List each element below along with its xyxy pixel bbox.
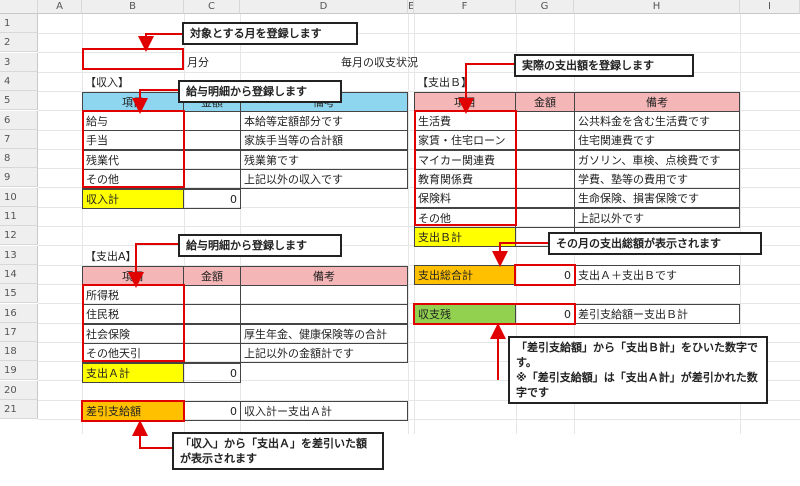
column-header-a[interactable]: A xyxy=(38,0,82,14)
row-header[interactable]: 12 xyxy=(0,226,38,246)
row-header[interactable]: 20 xyxy=(0,380,38,400)
row-header[interactable]: 4 xyxy=(0,71,38,91)
month-highlight xyxy=(82,48,184,70)
callout-balance-line2: ※「差引支給額」は「支出Ａ計」が差引かれた数字です xyxy=(516,371,758,399)
arrow-expense-b xyxy=(458,63,514,114)
expense-b-title: 【支出Ｂ】 xyxy=(417,76,472,89)
net-pay-note: 収入計ー支出Ａ計 xyxy=(240,401,408,421)
expense-b-item-note[interactable]: 上記以外です xyxy=(574,207,740,228)
expense-a-item-note[interactable]: 上記以外の金額計です xyxy=(240,342,408,363)
expense-a-total-label: 支出Ａ計 xyxy=(82,363,184,383)
row-header[interactable]: 19 xyxy=(0,361,38,381)
row-header[interactable]: 6 xyxy=(0,110,38,130)
column-header-b[interactable]: B xyxy=(82,0,184,14)
expense-a-head-amount: 金額 xyxy=(183,266,241,286)
callout-expense-a-items: 給与明細から登録します xyxy=(178,234,342,257)
main-title: 毎月の収支状況 xyxy=(341,56,418,69)
row-header[interactable]: 14 xyxy=(0,264,38,284)
callout-income-items: 給与明細から登録します xyxy=(178,80,342,103)
row-header[interactable]: 8 xyxy=(0,149,38,169)
arrow-income xyxy=(132,89,180,114)
row-header[interactable]: 17 xyxy=(0,322,38,342)
arrow-expense-a xyxy=(128,243,178,288)
callout-net-pay: 「収入」から「支出Ａ」を差引いた額が表示されます xyxy=(172,432,384,470)
arrow-month xyxy=(138,33,182,52)
row-header[interactable]: 18 xyxy=(0,342,38,362)
row-header[interactable]: 1 xyxy=(0,14,38,33)
callout-month: 対象とする月を登録します xyxy=(182,22,358,45)
total-expense-highlight xyxy=(514,264,576,286)
callout-expense-b-items: 実際の支出額を登録します xyxy=(514,54,694,77)
select-all-corner[interactable] xyxy=(0,0,38,14)
row-header[interactable]: 7 xyxy=(0,129,38,149)
row-header[interactable]: 3 xyxy=(0,52,38,72)
row-header[interactable]: 16 xyxy=(0,303,38,323)
row-header[interactable]: 11 xyxy=(0,207,38,226)
column-header-e[interactable]: E xyxy=(408,0,414,14)
expense-a-total-value: 0 xyxy=(183,363,241,383)
month-suffix: 月分 xyxy=(187,56,209,69)
row-header[interactable]: 9 xyxy=(0,168,38,188)
arrow-net-pay xyxy=(132,420,172,449)
row-header[interactable]: 10 xyxy=(0,187,38,207)
column-header-g[interactable]: G xyxy=(516,0,574,14)
row-header[interactable]: 13 xyxy=(0,245,38,265)
row-header[interactable]: 21 xyxy=(0,400,38,419)
callout-total-expense: その月の支出総額が表示されます xyxy=(548,232,762,255)
column-header-c[interactable]: C xyxy=(184,0,240,14)
column-header-f[interactable]: F xyxy=(414,0,516,14)
income-total-value: 0 xyxy=(183,189,241,209)
row-header[interactable]: 5 xyxy=(0,91,38,111)
row-header[interactable]: 2 xyxy=(0,33,38,53)
income-item-note[interactable]: 上記以外の収入です xyxy=(240,168,408,189)
arrow-total-expense xyxy=(492,242,548,267)
row-header[interactable]: 15 xyxy=(0,284,38,304)
callout-balance-line1: 「差引支給額」から「支出Ｂ計」をひいた数字です。 xyxy=(516,341,758,369)
total-expense-label: 支出総合計 xyxy=(414,265,516,285)
column-header-d[interactable]: D xyxy=(240,0,408,14)
income-title: 【収入】 xyxy=(85,76,129,89)
column-header-h[interactable]: H xyxy=(574,0,740,14)
expense-a-title: 【支出A】 xyxy=(85,250,137,263)
expense-b-total-label: 支出Ｂ計 xyxy=(414,227,516,247)
callout-balance: 「差引支給額」から「支出Ｂ計」をひいた数字です。 ※「差引支給額」は「支出Ａ計」… xyxy=(508,336,768,404)
